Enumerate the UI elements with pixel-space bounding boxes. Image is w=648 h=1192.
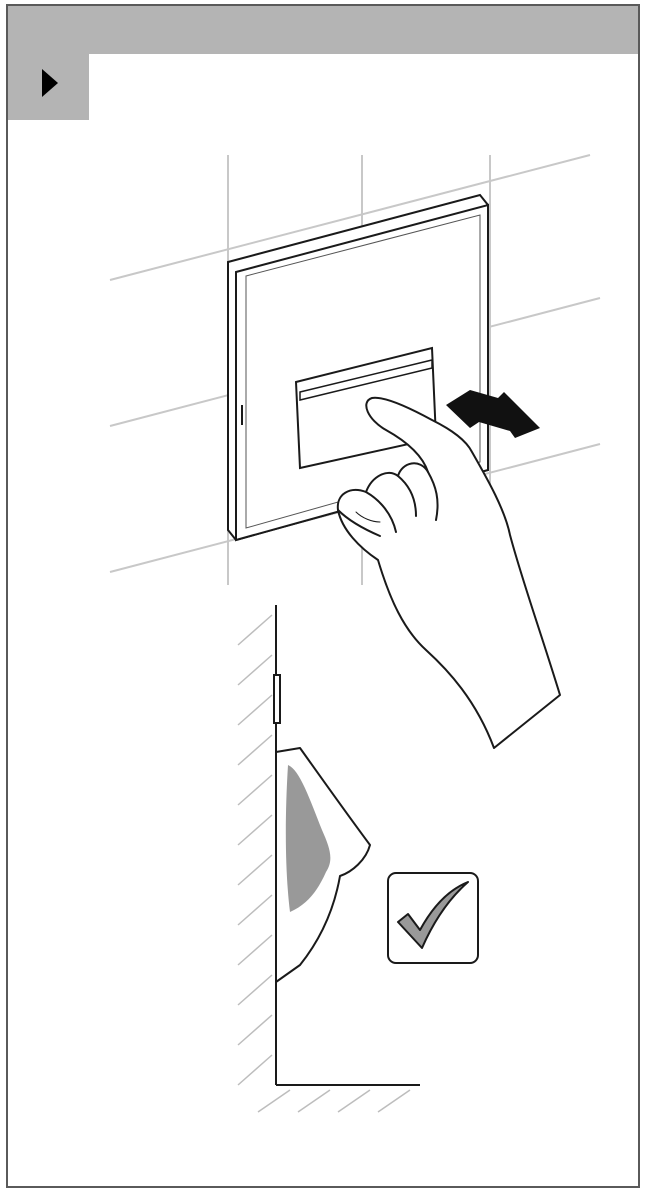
check-mark-icon [387,872,479,964]
push-arrow-icon [446,390,540,438]
step-marker [8,54,89,120]
instruction-panel [6,4,640,1188]
hand [336,396,561,749]
header-bar [8,6,638,54]
play-arrow-icon [42,69,58,97]
urinal [275,747,371,983]
